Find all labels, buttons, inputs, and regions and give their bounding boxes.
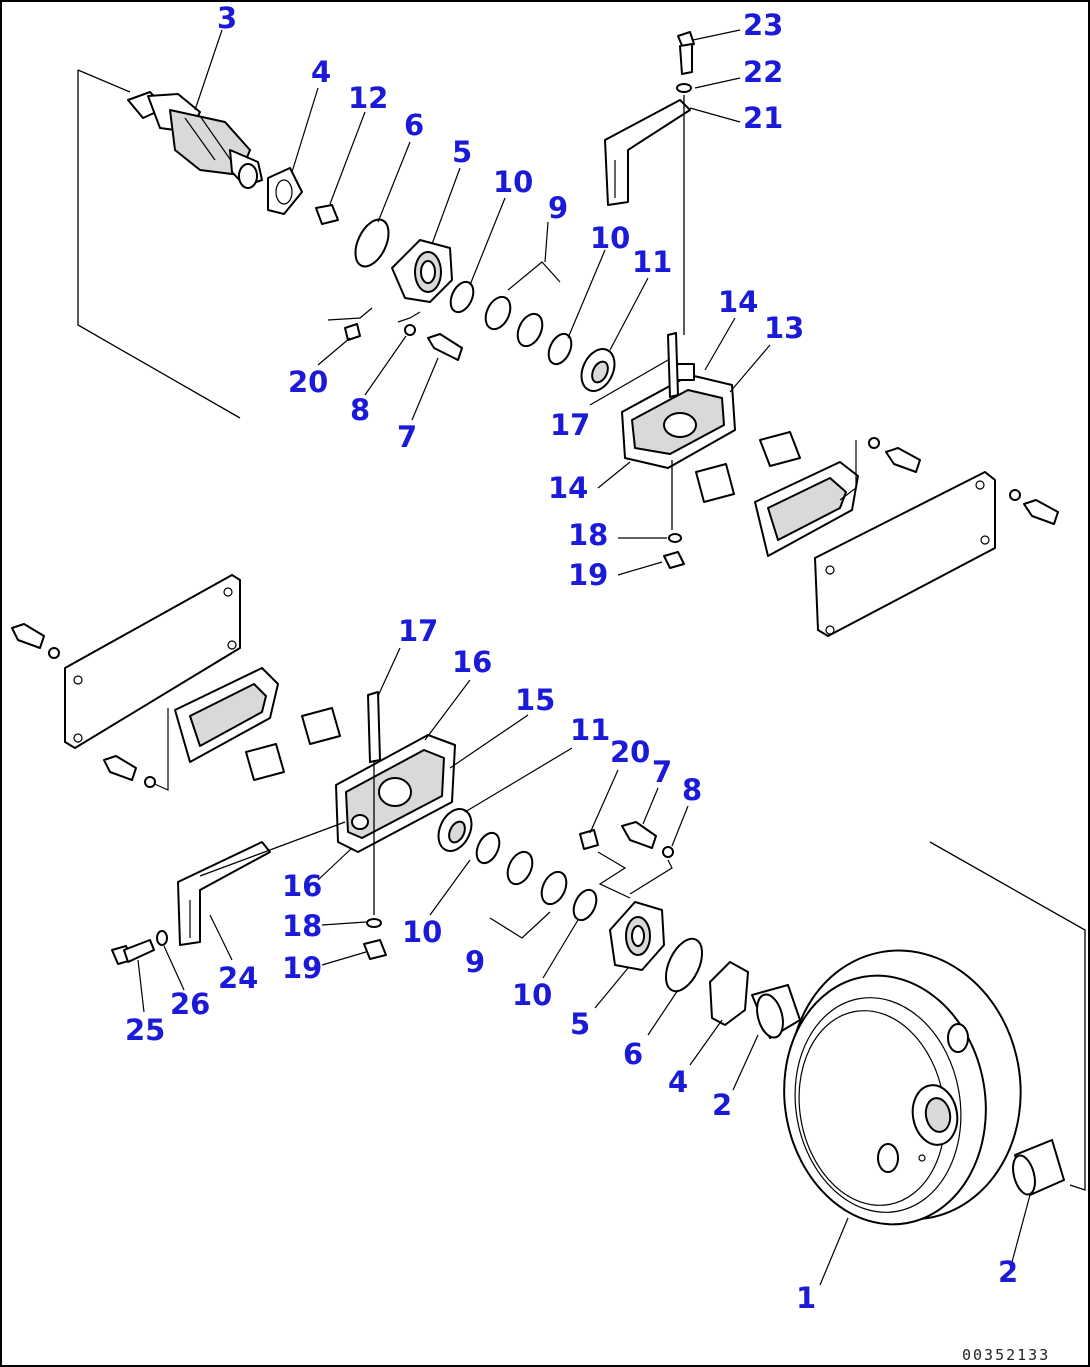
callout-10: 10: [590, 221, 630, 255]
bolt-part-23: [677, 31, 695, 75]
bolt-part-7: [427, 333, 463, 361]
callout-7: 7: [652, 755, 672, 789]
plug-part-20: [344, 323, 361, 341]
floating-seal-part-9d: [540, 870, 568, 906]
callout-21: 21: [743, 101, 783, 135]
callout-16: 16: [452, 645, 492, 679]
plug-part-20-lower: [579, 829, 599, 850]
washer-part-18: [668, 533, 682, 543]
pin-part-17-lower: [367, 691, 381, 763]
callout-16: 16: [282, 869, 322, 903]
callout-14: 14: [718, 285, 758, 319]
leader-lines-lower: [137, 647, 1031, 1286]
washer-part-18-lower: [366, 918, 382, 928]
callout-24: 24: [218, 961, 258, 995]
callout-10: 10: [512, 978, 552, 1012]
o-ring-part-6: [354, 218, 390, 268]
callout-17: 17: [550, 408, 590, 442]
callout-26: 26: [170, 987, 210, 1021]
callout-10: 10: [493, 165, 533, 199]
floating-seal-part-9b: [516, 312, 544, 348]
callout-3: 3: [217, 1, 237, 35]
callout-18: 18: [568, 518, 608, 552]
ring-part-10b: [547, 332, 573, 366]
callout-labels: 3 4 12 6 5 10 9 10 11 23 22 21 14 13 20 …: [125, 1, 1018, 1315]
thrust-washer-part-4-lower: [709, 961, 749, 1026]
reference-line: [199, 821, 346, 877]
plug-part-12: [315, 204, 339, 225]
callout-4: 4: [668, 1065, 688, 1099]
callout-12: 12: [348, 81, 388, 115]
callout-6: 6: [623, 1037, 643, 1071]
callout-11: 11: [632, 245, 672, 279]
guard-assembly-right: [695, 431, 1059, 637]
bolt-part-7-lower: [621, 821, 657, 849]
callout-15: 15: [515, 683, 555, 717]
callout-5: 5: [452, 135, 472, 169]
callout-11: 11: [570, 713, 610, 747]
callout-9: 9: [548, 191, 568, 225]
bolt-part-25: [111, 939, 155, 965]
idler-wheel-part-1: [783, 949, 1022, 1226]
washer-part-8: [404, 324, 416, 336]
seal-part-5: [391, 239, 453, 303]
bracket-part-24: [177, 841, 271, 946]
guard-assembly-left: [11, 574, 341, 791]
housing-part-13: [621, 363, 736, 469]
ring-part-10c: [572, 888, 598, 922]
callout-4: 4: [311, 55, 331, 89]
callout-2: 2: [998, 1255, 1018, 1289]
callout-19: 19: [282, 951, 322, 985]
seal-part-5-lower: [609, 901, 665, 971]
upper-assembly: [77, 29, 1059, 637]
reference-line: [929, 841, 1086, 1191]
floating-seal-part-9c: [506, 850, 534, 886]
callout-14: 14: [548, 471, 588, 505]
seal-part-11: [580, 348, 616, 392]
washer-part-8-lower: [662, 846, 674, 858]
o-ring-part-6-lower: [664, 937, 704, 993]
callout-25: 25: [125, 1013, 165, 1047]
ring-part-10-lower: [475, 831, 501, 865]
callout-20: 20: [288, 365, 328, 399]
bushing-part-2-right: [1012, 1139, 1065, 1196]
washer-part-26: [156, 930, 168, 946]
callout-2: 2: [712, 1088, 732, 1122]
nut-part-19-lower: [363, 939, 387, 960]
callout-17: 17: [398, 614, 438, 648]
leader-lines-upper: [194, 29, 771, 576]
housing-part-15: [335, 734, 456, 853]
callout-8: 8: [682, 773, 702, 807]
callout-20: 20: [610, 735, 650, 769]
callout-13: 13: [764, 311, 804, 345]
drawing-code: 00352133: [962, 1346, 1050, 1364]
pin-part-17: [667, 332, 679, 398]
callout-9: 9: [465, 945, 485, 979]
shaft-part-3: [127, 91, 263, 189]
callout-6: 6: [404, 108, 424, 142]
callout-1: 1: [796, 1281, 816, 1315]
callout-8: 8: [350, 393, 370, 427]
lower-assembly: [11, 574, 1086, 1286]
reference-line: [77, 69, 131, 93]
bracket-part-21: [604, 99, 691, 206]
ring-part-10: [449, 280, 475, 314]
callout-7: 7: [397, 420, 417, 454]
callout-23: 23: [743, 8, 783, 42]
callout-10: 10: [402, 915, 442, 949]
callout-5: 5: [570, 1007, 590, 1041]
nut-part-19: [663, 551, 685, 569]
callout-19: 19: [568, 558, 608, 592]
callout-22: 22: [743, 55, 783, 89]
callout-18: 18: [282, 909, 322, 943]
reference-line: [77, 70, 241, 419]
thrust-washer-part-4: [267, 167, 303, 215]
washer-part-22: [676, 83, 692, 93]
seal-part-11-lower: [437, 808, 473, 852]
bushing-part-2: [751, 984, 801, 1039]
floating-seal-part-9a: [484, 295, 512, 331]
